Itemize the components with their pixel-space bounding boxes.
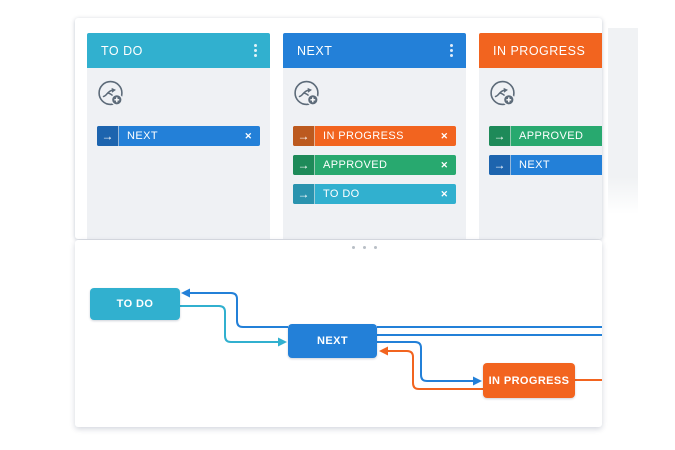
column-title: IN PROGRESS [493,43,586,58]
column-next: NEXT → IN PROGRESS ✕ → APPROVED ✕ → TO DO ✕ [283,33,466,239]
remove-transition-icon[interactable]: ✕ [244,130,252,141]
remove-transition-icon[interactable]: ✕ [440,130,448,141]
edge-next-to-to-do [189,292,288,328]
transition-label: APPROVED [519,130,584,142]
diagram-node-next[interactable]: NEXT [288,324,377,358]
column-body: → NEXT ✕ [87,68,270,239]
column-body: →APPROVED✕→NEXT✕ [479,68,602,239]
branch-plus-icon [294,80,319,106]
transition-arrow-icon: → [293,126,315,146]
columns-panel: TO DO → NEXT ✕ NEXT → IN PROGRESS ✕ → APPROVED ✕… [75,18,602,239]
branch-plus-icon [490,80,515,106]
edge-next-to-in-progress [377,341,473,382]
column-header-to-do[interactable]: TO DO [87,33,270,68]
branch-plus-icon [98,80,123,106]
add-transition-button[interactable] [97,80,125,113]
transition-chip-next[interactable]: →NEXT✕ [489,155,602,175]
column-title: NEXT [297,43,333,58]
transition-arrow-icon: → [489,126,511,146]
panel-resize-handle-icon[interactable] [352,246,377,249]
diagram-node-in-progress[interactable]: IN PROGRESS [483,363,575,398]
transition-list: →APPROVED✕→NEXT✕ [489,126,602,175]
remove-transition-icon[interactable]: ✕ [440,188,448,199]
transition-chip-next[interactable]: → NEXT ✕ [97,126,260,146]
transition-arrow-icon: → [293,155,315,175]
transition-label: APPROVED [323,159,388,171]
remove-transition-icon[interactable]: ✕ [440,159,448,170]
transition-list: → NEXT ✕ [97,126,260,146]
transition-label: NEXT [519,159,550,171]
column-body: → IN PROGRESS ✕ → APPROVED ✕ → TO DO ✕ [283,68,466,239]
transition-chip-to-do[interactable]: → TO DO ✕ [293,184,456,204]
transition-label: NEXT [127,130,158,142]
transition-label: IN PROGRESS [323,130,404,142]
diagram-node-to-do[interactable]: TO DO [90,288,180,320]
transition-label: TO DO [323,188,360,200]
transition-arrow-icon: → [293,184,315,204]
diagram-edges [180,288,602,390]
diagram-panel: TO DO NEXT IN PROGRESS [75,240,602,427]
column-in-progress: IN PROGRESS →APPROVED✕→NEXT✕ [479,33,602,239]
transition-chip-approved[interactable]: → APPROVED ✕ [293,155,456,175]
edge-arrowhead-to-do-to-next [278,337,287,347]
column-header-next[interactable]: NEXT [283,33,466,68]
add-transition-button[interactable] [293,80,321,113]
edge-arrowhead-next-to-to-do [181,288,190,298]
column-menu-icon[interactable] [254,44,257,57]
edge-arrowhead-in-progress-to-next [379,346,388,356]
edge-in-progress-to-next [388,350,483,390]
column-title: TO DO [101,43,143,58]
column-to-do: TO DO → NEXT ✕ [87,33,270,239]
transition-list: → IN PROGRESS ✕ → APPROVED ✕ → TO DO ✕ [293,126,456,204]
edge-arrowhead-next-to-in-progress [473,376,482,386]
offscreen-column-hint [608,28,638,214]
transition-chip-in-progress[interactable]: → IN PROGRESS ✕ [293,126,456,146]
transition-arrow-icon: → [97,126,119,146]
transition-arrow-icon: → [489,155,511,175]
add-transition-button[interactable] [489,80,517,113]
transition-chip-approved[interactable]: →APPROVED✕ [489,126,602,146]
edge-to-do-to-next [180,305,278,343]
column-header-in-progress[interactable]: IN PROGRESS [479,33,602,68]
columns-container: TO DO → NEXT ✕ NEXT → IN PROGRESS ✕ → APPROVED ✕… [87,33,602,239]
column-menu-icon[interactable] [450,44,453,57]
